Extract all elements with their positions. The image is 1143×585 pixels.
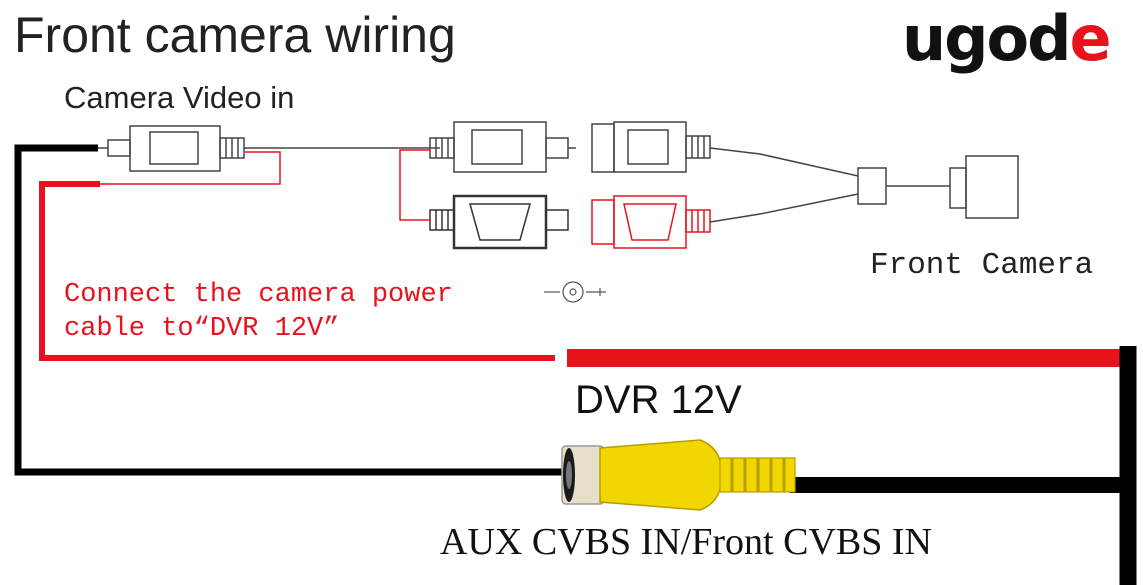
logo-text: ugod: [902, 2, 1071, 75]
dvr-12v-label: DVR 12V: [575, 378, 742, 422]
note-line-1: Connect the camera power: [64, 280, 453, 310]
logo-accent-text: e: [1069, 2, 1112, 75]
page-title: Front camera wiring: [14, 7, 456, 63]
camera-red-lead: [100, 151, 281, 185]
red-power-wire: [39, 181, 555, 361]
aux-cvbs-label: AUX CVBS IN/Front CVBS IN: [440, 521, 932, 563]
front-camera-label: Front Camera: [870, 248, 1094, 283]
camera-video-socket-icon: [591, 121, 859, 177]
power-connector-icon: [429, 194, 569, 250]
camera-power-cable: [709, 193, 859, 223]
front-camera-icon: [857, 155, 1019, 219]
brand-logo: ugode: [902, 2, 1112, 75]
note-line-2: cable to“DVR 12V”: [64, 314, 340, 344]
camera-video-in-connector-icon: [95, 125, 440, 172]
camera-video-in-label: Camera Video in: [64, 80, 295, 115]
middle-red-lead: [399, 149, 430, 221]
power-instruction-note: Connect the camera power cable to“DVR 12…: [64, 278, 453, 346]
video-connector-icon: [429, 121, 576, 173]
black-video-wire: [14, 144, 565, 476]
dc-polarity-icon: [544, 281, 606, 303]
yellow-rca-plug-icon: [561, 439, 796, 511]
camera-power-socket-icon: [591, 195, 711, 249]
